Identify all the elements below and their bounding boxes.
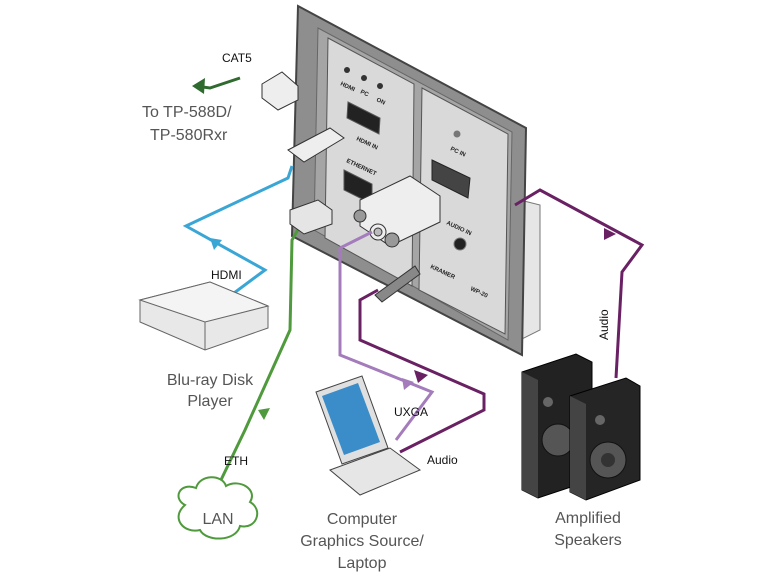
audio-in-port [453, 237, 467, 251]
receiver-caption-line2: TP-580Rxr [150, 127, 228, 144]
audio-laptop-label: Audio [427, 453, 458, 467]
hdmi-cable [182, 165, 294, 298]
laptop-caption-line1: Computer [327, 511, 398, 528]
bluray-caption-line2: Player [187, 393, 233, 410]
led-pc [361, 75, 367, 81]
uxga-cable-label: UXGA [394, 405, 428, 419]
speakers [521, 353, 641, 501]
led-hdmi [344, 67, 350, 73]
hdmi-in-port [346, 101, 381, 135]
eth-arrow-icon [258, 408, 270, 420]
laptop-caption-line3: Laptop [338, 555, 387, 572]
led-on [377, 83, 383, 89]
uxga-arrow-icon [402, 378, 414, 390]
led-label-on: ON [375, 97, 386, 106]
speakers-caption-line2: Speakers [554, 532, 622, 549]
lan-caption: LAN [202, 511, 233, 528]
audio-speaker-arrow-icon [604, 228, 616, 240]
eth-cable [218, 225, 302, 483]
audio-laptop-cable [358, 288, 486, 454]
screw-icon [453, 130, 461, 138]
audio-speaker-cable [514, 188, 645, 379]
bluray-player [138, 281, 270, 351]
hdmi-plug [287, 127, 345, 163]
wall-plate-wp20: HDMI PC ON HDMI IN ETHERNET PC IN AUDIO … [290, 4, 541, 357]
receiver-caption-line1: To TP-588D/ [142, 104, 232, 121]
audio-speaker-label: Audio [597, 309, 611, 340]
speakers-caption-line1: Amplified [555, 510, 621, 527]
uxga-cable [338, 230, 435, 441]
hdmi-arrow-icon [210, 238, 222, 250]
led-label-pc: PC [359, 89, 370, 98]
audio-laptop-arrow-icon [414, 370, 428, 383]
bluray-caption-line1: Blu-ray Disk [167, 372, 254, 389]
laptop [315, 375, 422, 496]
lan-cloud-icon [177, 476, 259, 540]
thumbscrew-icon [384, 232, 400, 248]
rj45-plug [289, 199, 333, 235]
hdmi-cable-label: HDMI [211, 268, 242, 282]
eth-cable-label: ETH [224, 454, 248, 468]
cat5-arrow-icon [192, 78, 205, 94]
cat5-receiver-jack-icon [261, 71, 299, 111]
audio-jack-plug [374, 265, 421, 303]
laptop-caption-line2: Graphics Source/ [300, 533, 424, 550]
pc-in-port [431, 159, 471, 199]
cat5-label: CAT5 [222, 51, 252, 65]
